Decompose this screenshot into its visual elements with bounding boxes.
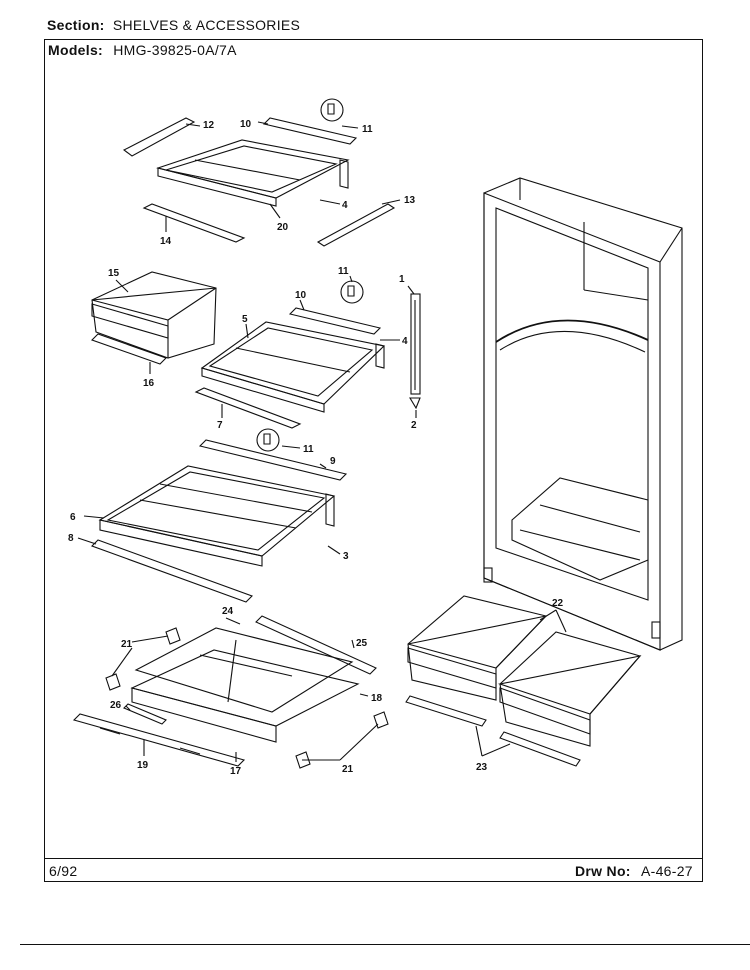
callout-22: 22 [552,598,564,609]
callout-1: 1 [399,274,405,285]
callout-26: 26 [110,700,122,711]
page-bottom-rule [20,944,750,945]
drawing-frame [44,39,703,882]
callout-11-top: 11 [362,124,373,135]
callout-4-mid: 4 [402,336,408,347]
callout-20: 20 [277,222,289,233]
callout-11-low: 11 [303,444,314,455]
drawing-label: Drw No: [575,863,631,879]
callout-12: 12 [203,120,215,131]
drawing-value: A-46-27 [640,863,693,879]
callout-11-mid: 11 [338,266,349,277]
callout-10-top: 10 [240,119,252,130]
section-label: Section: [47,17,105,33]
callout-23: 23 [476,762,488,773]
callout-7: 7 [217,420,223,431]
callout-17: 17 [230,766,242,777]
callout-25: 25 [356,638,368,649]
section-header: Section: SHELVES & ACCESSORIES [47,17,300,33]
callout-24: 24 [222,606,234,617]
callout-15: 15 [108,268,120,279]
crisper-drawers [405,595,642,767]
footer-date: 6/92 [49,863,78,879]
crisper-cover-assembly [72,615,389,769]
drawing-number: Drw No: A-46-27 [575,863,693,879]
models-value: HMG-39825-0A/7A [113,42,237,58]
callout-19: 19 [137,760,149,771]
callout-21-left: 21 [121,639,133,650]
callout-10-mid: 10 [295,290,307,301]
callout-6: 6 [70,512,76,523]
callout-13: 13 [404,195,416,206]
callout-9: 9 [330,456,336,467]
callout-3: 3 [343,551,349,562]
models-label: Models: [48,42,103,58]
callout-4-top: 4 [342,200,348,211]
models-header: Models: HMG-39825-0A/7A [48,42,237,58]
callout-8: 8 [68,533,74,544]
callout-5: 5 [242,314,248,325]
leader-lines [77,121,567,762]
callout-16: 16 [143,378,155,389]
refrigerator-cabinet [483,177,683,651]
lower-shelf-assembly [91,428,348,603]
middle-shelf-assembly [90,271,421,429]
callout-2: 2 [411,420,417,431]
callout-labels: 12 10 11 13 4 20 14 15 11 10 5 4 1 2 16 … [68,119,564,777]
section-value: SHELVES & ACCESSORIES [112,17,301,33]
footer-divider [44,858,703,859]
callout-14: 14 [160,236,172,247]
top-shelf-assembly [122,98,396,247]
callout-21-right: 21 [342,764,354,775]
callout-18: 18 [371,693,383,704]
